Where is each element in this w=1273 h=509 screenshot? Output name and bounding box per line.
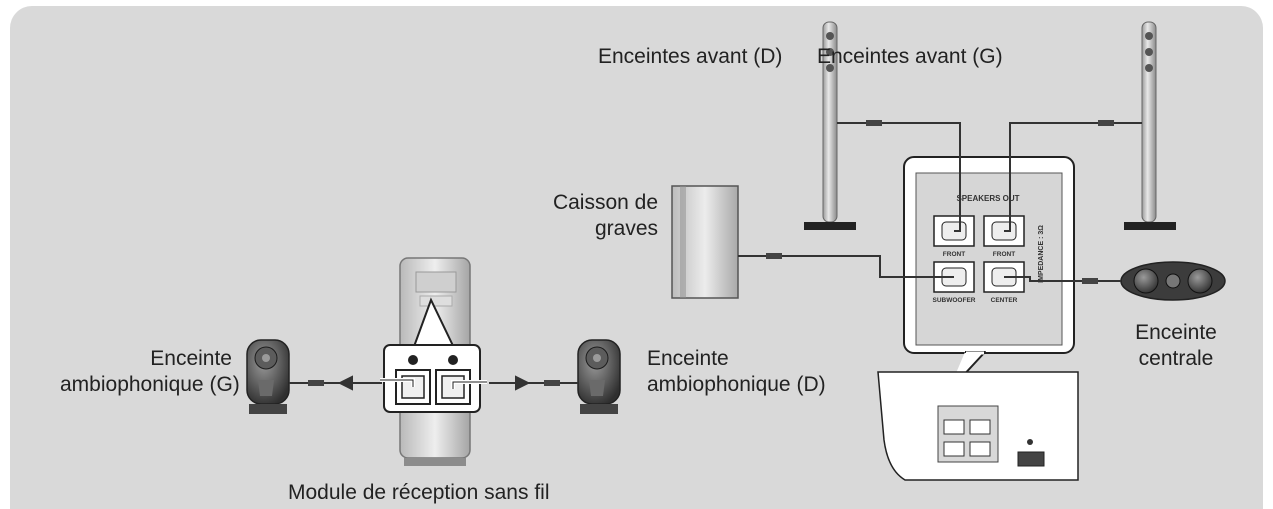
surround-right-speaker xyxy=(577,339,621,414)
main-unit-rear xyxy=(877,371,1079,481)
center-speaker xyxy=(1120,261,1226,301)
panel-cables xyxy=(738,120,1142,284)
speakers-out-title: SPEAKERS OUT xyxy=(956,194,1019,203)
front-left-speaker xyxy=(1124,21,1176,230)
label-center: CENTER xyxy=(991,297,1018,304)
subwoofer-speaker xyxy=(671,185,739,299)
wireless-receiver-module xyxy=(380,257,487,466)
label-front-l: FRONT xyxy=(993,251,1015,258)
label-surround-right-line1: Enceinte xyxy=(647,347,729,370)
label-subwoofer-line2: graves xyxy=(594,217,658,240)
label-surround-left-line2: ambiophonique (G) xyxy=(60,373,240,396)
label-front-r: FRONT xyxy=(943,251,965,258)
label-center: Enceinte centrale xyxy=(1128,320,1224,372)
speakers-out-panel: SPEAKERS OUT FRONT FRONT SUBWOOFER CENTE… xyxy=(903,156,1075,393)
label-subwoofer-line1: Caisson de xyxy=(552,191,658,214)
label-surround-right: Enceinte ambiophonique (D) xyxy=(647,346,826,398)
surround-cables xyxy=(289,375,578,391)
label-impedance: IMPEDANCE : 3Ω xyxy=(1038,225,1045,283)
label-surround-left: Enceinte ambiophonique (G) xyxy=(60,346,240,398)
label-front-right: Enceintes avant (D) xyxy=(598,45,783,68)
label-front-left: Enceintes avant (G) xyxy=(817,45,1003,68)
surround-left-speaker xyxy=(246,339,290,414)
label-surround-right-line2: ambiophonique (D) xyxy=(647,373,826,396)
label-wireless-module: Module de réception sans fil xyxy=(288,481,550,504)
label-subwoofer: Caisson de graves xyxy=(520,190,658,242)
label-surround-left-line1: Enceinte xyxy=(150,347,232,370)
label-subwoofer: SUBWOOFER xyxy=(933,297,976,304)
label-center-line1: Enceinte xyxy=(1135,321,1217,344)
label-center-line2: centrale xyxy=(1138,347,1214,370)
